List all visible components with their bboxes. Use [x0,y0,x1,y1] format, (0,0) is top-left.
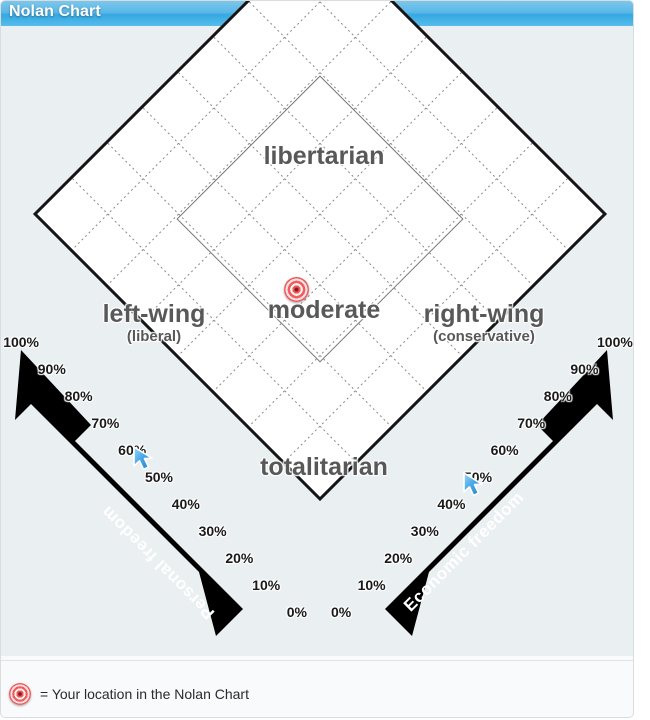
tick-label-personal-90: 90% [37,361,66,377]
tick-label-economic-0: 0% [331,604,352,620]
region-label-totalitarian: totalitarian [224,454,424,481]
region-label-right-wing-sub: (conservative) [433,328,535,345]
personal-freedom-axis-label: Personal freedom [97,502,218,623]
region-label-left-wing-sub: (liberal) [126,328,182,345]
tick-label-economic-40: 40% [437,496,466,512]
region-label-right-wing-text: right-wing [423,300,545,328]
economic-freedom-axis: Economic freedom [385,350,613,636]
region-label-left-wing-text: left-wing [102,300,206,328]
chart-legend: = Your location in the Nolan Chart [9,679,249,709]
tick-label-personal-80: 80% [64,388,93,404]
region-label-libertarian: libertarian [224,143,424,170]
personal-freedom-axis-label-text: Personal freedom [97,502,218,623]
region-label-moderate-text: moderate [267,296,381,324]
footer-separator [1,660,633,661]
economic-freedom-arrow [385,350,613,636]
cursor-pointer-left-icon [133,446,153,471]
tick-label-economic-70: 70% [517,415,546,431]
bullseye-icon [9,683,31,705]
region-label-libertarian-text: libertarian [263,142,385,170]
tick-label-personal-40: 40% [171,496,200,512]
nolan-diamond [32,1,608,502]
diamond-dotted-gridlines [72,1,568,462]
cursor-pointer-right-icon [463,472,483,497]
region-label-moderate: moderate [224,297,424,324]
tick-label-economic-80: 80% [543,388,572,404]
tick-label-personal-70: 70% [91,415,120,431]
region-label-right-wing: right-wing (conservative) [369,300,599,346]
personal-freedom-arrow [15,350,243,636]
region-label-left-wing: left-wing (liberal) [39,300,269,346]
region-label-totalitarian-text: totalitarian [260,453,388,481]
tick-label-economic-60: 60% [490,442,519,458]
tick-label-personal-20: 20% [225,550,254,566]
tick-label-personal-100: 100% [3,334,39,350]
legend-label: = Your location in the Nolan Chart [40,686,249,702]
page-title: Nolan Chart [9,3,101,20]
chart-stage: libertarian left-wing (liberal) right-wi… [1,1,633,656]
tick-label-economic-90: 90% [570,361,599,377]
tick-label-personal-10: 10% [252,577,281,593]
tick-label-personal-30: 30% [198,523,227,539]
nolan-chart-panel: Nolan Chart libertarian left-wing (liber… [0,0,634,718]
tick-label-economic-30: 30% [410,523,439,539]
tick-label-personal-50: 50% [144,469,173,485]
your-location-marker [284,277,309,302]
tick-label-economic-20: 20% [384,550,413,566]
tick-label-economic-10: 10% [357,577,386,593]
tick-label-economic-100: 100% [597,334,633,350]
diamond-grid [32,1,608,502]
tick-label-personal-0: 0% [286,604,307,620]
personal-freedom-axis: Personal freedom [15,350,243,636]
